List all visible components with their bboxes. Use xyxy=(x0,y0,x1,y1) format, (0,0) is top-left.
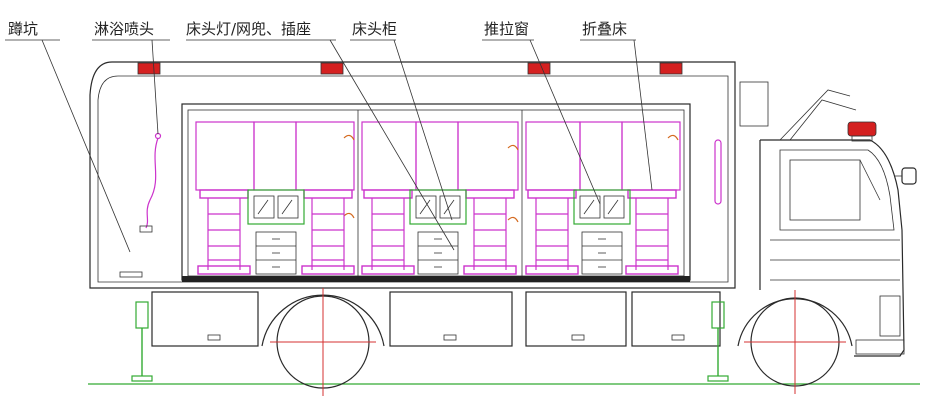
folding-beds xyxy=(197,189,679,275)
label-folding-bed: 折叠床 xyxy=(582,20,627,38)
warning-beacon-icon xyxy=(847,121,877,137)
shower-head xyxy=(139,132,162,233)
bedside-lamps xyxy=(343,134,679,223)
box-body xyxy=(89,61,769,289)
bedside-cabinets xyxy=(255,231,623,275)
label-shower-head: 淋浴喷头 xyxy=(94,20,154,38)
roof-lamps xyxy=(137,62,683,75)
label-squat-toilet: 蹲坑 xyxy=(8,20,38,38)
upper-cabinets xyxy=(195,121,681,191)
truck-cab xyxy=(759,89,917,357)
sliding-windows xyxy=(247,189,631,225)
label-bedside-lamp: 床头灯/网兜、插座 xyxy=(186,20,311,38)
leader-lines xyxy=(5,39,653,253)
underbody-boxes xyxy=(151,291,721,347)
front-wheel xyxy=(737,290,853,394)
label-bedside-cabinet: 床头柜 xyxy=(352,20,397,38)
label-sliding-window: 推拉窗 xyxy=(484,20,529,38)
support-jacks xyxy=(131,301,729,382)
rear-wheel xyxy=(261,288,385,396)
